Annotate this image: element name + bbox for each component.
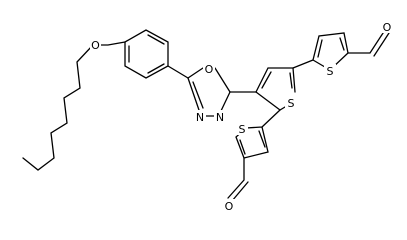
central-right-thiophene-bond xyxy=(292,59,314,69)
phenyl-ring xyxy=(124,29,169,79)
right-sulfur-label: S xyxy=(327,65,334,78)
molecule-figure: O O N N S S S O O xyxy=(22,20,393,213)
oxadiazole-nitrogen-label-1: N xyxy=(196,111,204,124)
lower-sulfur-label: S xyxy=(239,123,246,136)
oxadiazole-ring xyxy=(187,67,231,117)
right-aldehyde-oxygen-label: O xyxy=(383,21,392,34)
ether-oxygen-label: O xyxy=(91,39,100,52)
phenyl-oxadiazole-bond xyxy=(167,65,189,79)
central-lower-thiophene-bond xyxy=(261,109,281,128)
lower-aldehyde-oxygen-label: O xyxy=(225,200,234,213)
atom-labels: O O N N S S S O O xyxy=(90,20,393,213)
structure-drawing: O O N N S S S O O xyxy=(22,20,393,213)
central-sulfur-label: S xyxy=(288,97,295,110)
lower-aldehyde xyxy=(227,157,249,202)
oxadiazole-nitrogen-label-2: N xyxy=(216,111,224,124)
octyl-chain xyxy=(22,44,94,171)
right-aldehyde xyxy=(347,29,390,57)
oxadiazole-oxygen-label: O xyxy=(205,63,214,76)
lower-thiophene xyxy=(235,126,269,159)
ether-link xyxy=(98,41,126,46)
